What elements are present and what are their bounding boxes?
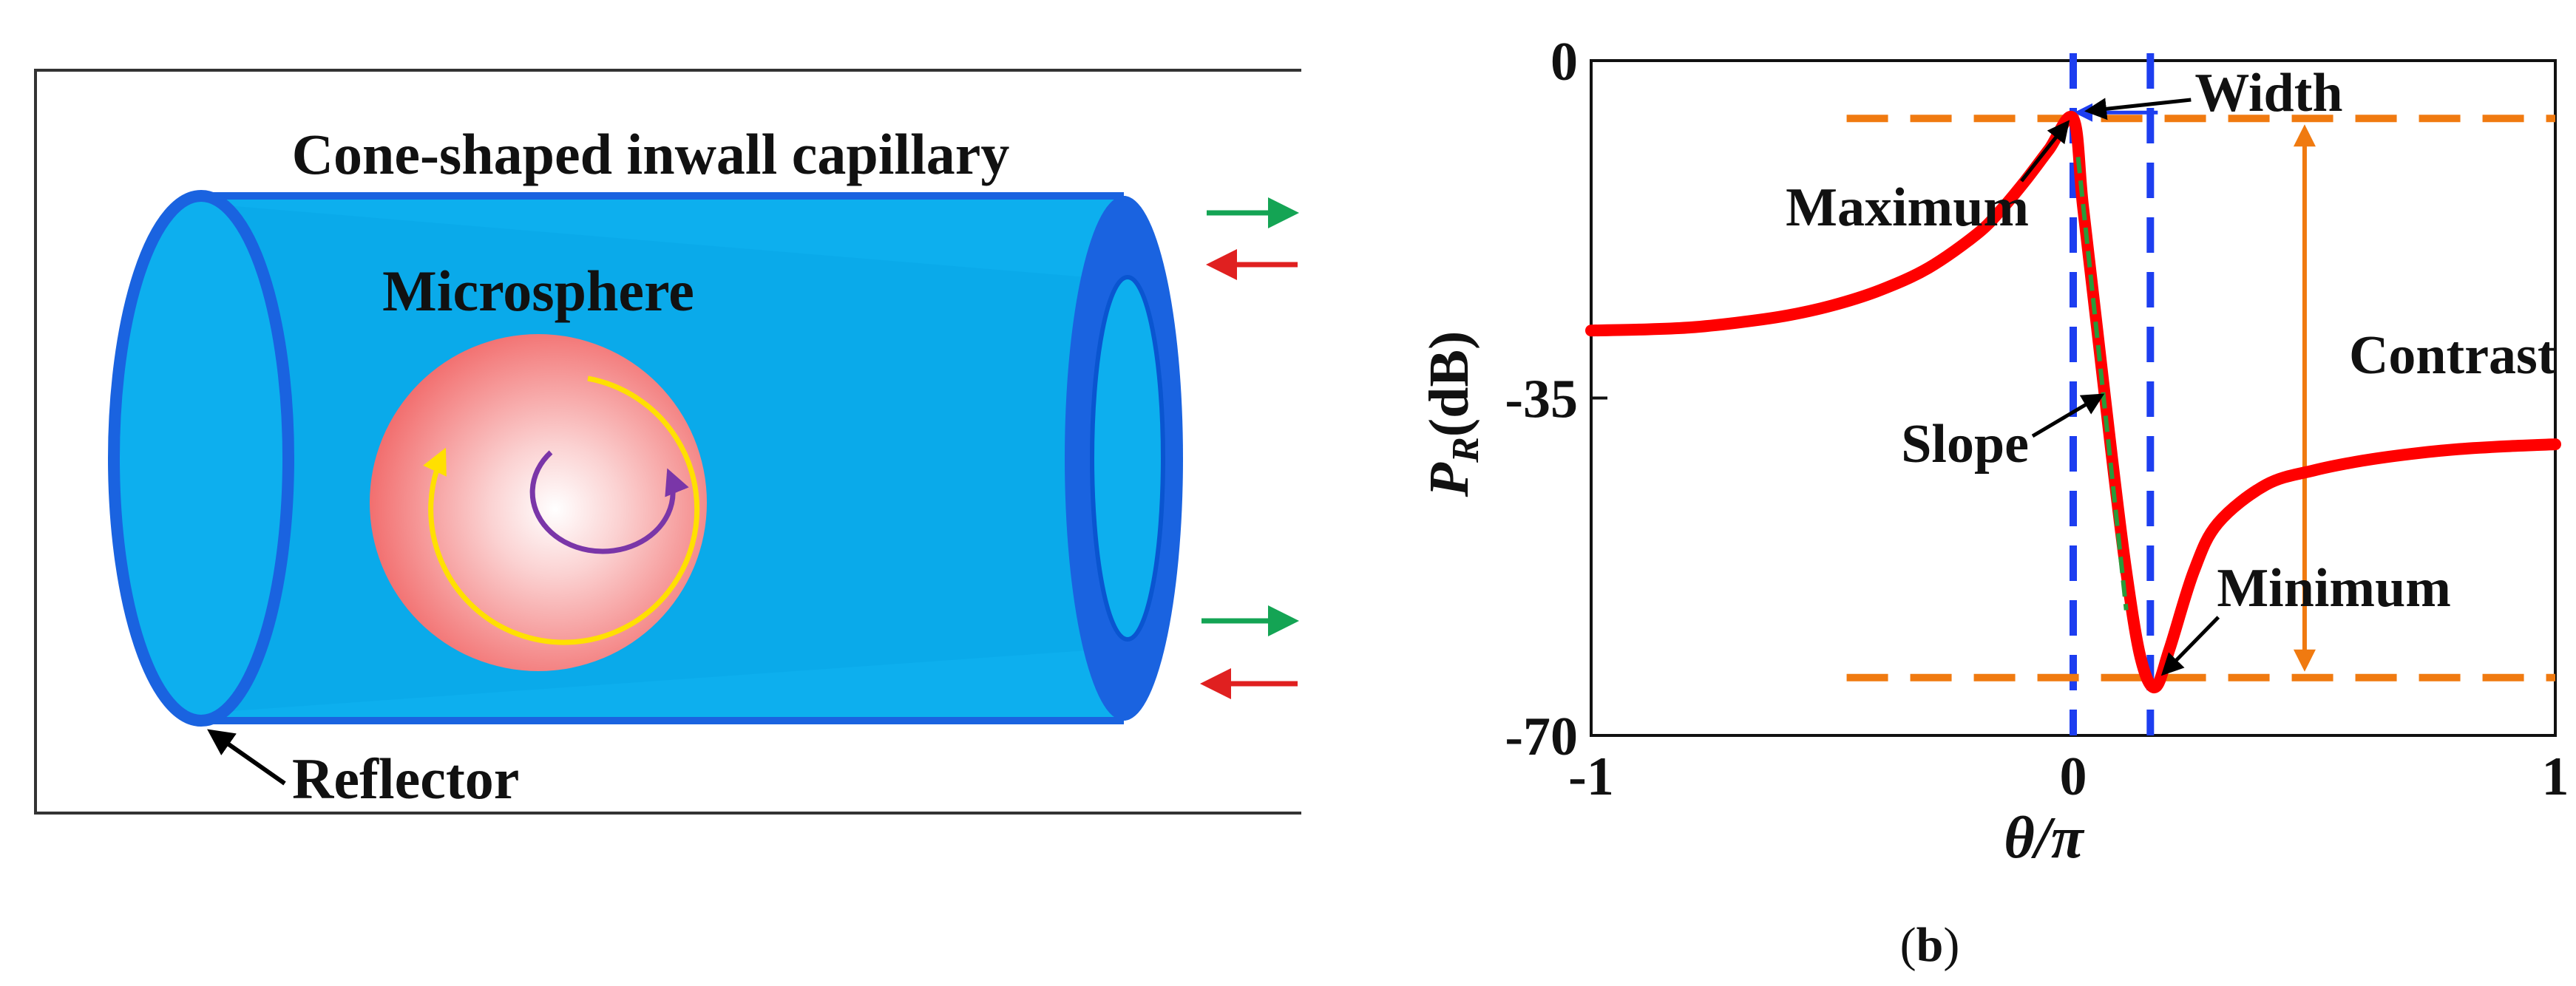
caption-a: (a) [615,918,672,924]
x-axis-label: θ/π [2004,806,2085,871]
reflector-label: Reflector [292,747,519,811]
microsphere-label: Microsphere [382,259,694,323]
guide-lines [1846,53,2555,735]
contrast-label: Contrast [2349,325,2556,386]
caption-b: (b) [1900,918,1960,972]
panel-b-chart: 0 -35 -70-1 0 1 PR(dB) θ/π Width Maximum Con… [1418,32,2569,972]
panel-a-diagram: Cone-shaped inwall capillary Microsphere… [34,69,1301,924]
slope-pointer [2031,393,2105,438]
x-tick-label: -1 [1568,747,1614,807]
annotations: Width Maximum Contrast Slope Minimum [1786,63,2556,676]
minimum-pointer [2160,616,2220,676]
y-tick-label: -35 [1505,370,1578,430]
caption-b-letter: b [1916,918,1944,972]
x-tick-label: 0 [2060,747,2087,807]
width-pointer [2084,98,2192,120]
capillary-title: Cone-shaped inwall capillary [292,122,1010,186]
reflector-pointer [207,729,286,786]
panel-a-frame [34,69,1301,815]
minimum-label: Minimum [2217,558,2451,619]
microsphere [370,334,707,671]
caption-a-letter: a [631,918,656,924]
outer-mode-arrow [423,375,700,645]
reflector-end [108,190,294,727]
slope-label: Slope [1901,414,2029,475]
maximum-label: Maximum [1786,177,2029,238]
y-tick-label: -70 [1505,707,1578,767]
inner-mode-arrow [529,450,689,554]
width-label: Width [2194,63,2342,123]
maximum-pointer [2020,120,2070,183]
y-axis-label: PR(dB) [1418,331,1487,498]
y-tick-label: 0 [1550,32,1578,92]
slope-line [2075,157,2129,611]
axis-ticks: 0 -35 -70-1 0 1 [1505,32,2569,807]
x-tick-label: 1 [2542,747,2569,807]
